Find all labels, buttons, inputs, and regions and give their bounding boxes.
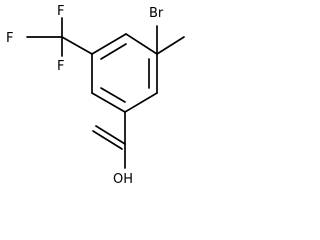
- substituent-bonds: [26, 17, 185, 169]
- bond-ring-to-methyl: [156, 36, 185, 55]
- ring-bond-bottom-left: [91, 92, 126, 113]
- benzene-ring: [91, 33, 158, 113]
- left-fluorine-label: F: [6, 31, 13, 46]
- atom-labels: Br F F F OH: [6, 4, 164, 187]
- bond-ring-to-trifluoromethyl: [61, 36, 93, 55]
- ring-bond-bottom-right: [124, 92, 158, 113]
- bond-carboxyl-to-oxygen-double-b: [92, 130, 123, 150]
- ring-inner-double-bond-bottom: [100, 87, 126, 103]
- top-fluorine-label: F: [57, 4, 64, 19]
- bond-carboxyl-to-oxygen-double-a: [95, 125, 126, 145]
- chemical-structure-diagram: Br F F F OH: [6, 4, 185, 187]
- ring-bond-top-right: [125, 33, 158, 55]
- hydroxyl-label: OH: [113, 172, 133, 187]
- ring-inner-double-bond-top: [100, 43, 127, 60]
- bottom-fluorine-label: F: [57, 59, 64, 74]
- bromine-label: Br: [149, 6, 164, 21]
- ring-bond-top-left: [91, 33, 127, 55]
